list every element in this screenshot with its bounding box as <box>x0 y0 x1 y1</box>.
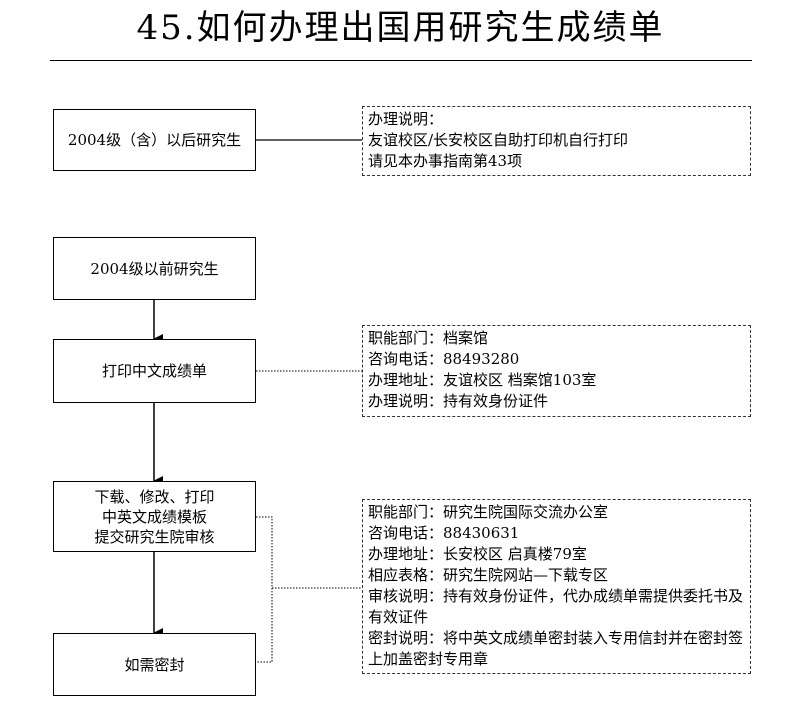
note-line: 办理地址：友谊校区 档案馆103室 <box>368 371 597 389</box>
box-download-line: 提交研究生院审核 <box>94 527 215 546</box>
note-line: 友谊校区/长安校区自助打印机自行打印 <box>368 131 629 149</box>
note-line: 咨询电话：88430631 <box>368 524 520 542</box>
note-archives: 职能部门：档案馆 咨询电话：88493280 办理地址：友谊校区 档案馆103室… <box>362 325 751 417</box>
title-divider <box>50 60 752 61</box>
note-line: 咨询电话：88493280 <box>368 350 520 368</box>
box-seal-label: 如需密封 <box>124 655 185 674</box>
note-line: 办理地址：长安校区 启真楼79室 <box>368 545 587 563</box>
box-download-template: 下载、修改、打印 中英文成绩模板 提交研究生院审核 <box>53 481 256 552</box>
box-download-line: 下载、修改、打印 <box>94 487 215 506</box>
note-line: 职能部门：档案馆 <box>368 329 489 347</box>
note-line: 办理说明： <box>368 110 444 128</box>
box-print-chinese: 打印中文成绩单 <box>53 339 256 403</box>
page-title: 45.如何办理出国用研究生成绩单 <box>136 8 665 48</box>
note-line: 相应表格：研究生院网站—下载专区 <box>368 566 609 584</box>
box-before-2004: 2004级以前研究生 <box>53 237 256 300</box>
box-after-2004: 2004级（含）以后研究生 <box>53 109 256 171</box>
box-download-line: 中英文成绩模板 <box>101 507 207 526</box>
note-line: 密封说明：将中英文成绩单密封装入专用信封并在密封签上加盖密封专用章 <box>368 629 744 668</box>
box-seal: 如需密封 <box>53 633 256 696</box>
note-line: 请见本办事指南第43项 <box>368 152 523 170</box>
note-line: 职能部门：研究生院国际交流办公室 <box>368 503 609 521</box>
connector-bracket <box>256 516 362 663</box>
note-self-print: 办理说明： 友谊校区/长安校区自助打印机自行打印 请见本办事指南第43项 <box>362 106 751 176</box>
note-intl-office: 职能部门：研究生院国际交流办公室 咨询电话：88430631 办理地址：长安校区… <box>362 499 751 674</box>
box-before-2004-label: 2004级以前研究生 <box>90 259 219 278</box>
box-print-chinese-label: 打印中文成绩单 <box>101 362 207 380</box>
note-line: 审核说明：持有效身份证件，代办成绩单需提供委托书及有效证件 <box>368 587 744 626</box>
note-line: 办理说明：持有效身份证件 <box>368 392 549 410</box>
box-after-2004-label: 2004级（含）以后研究生 <box>67 131 242 149</box>
